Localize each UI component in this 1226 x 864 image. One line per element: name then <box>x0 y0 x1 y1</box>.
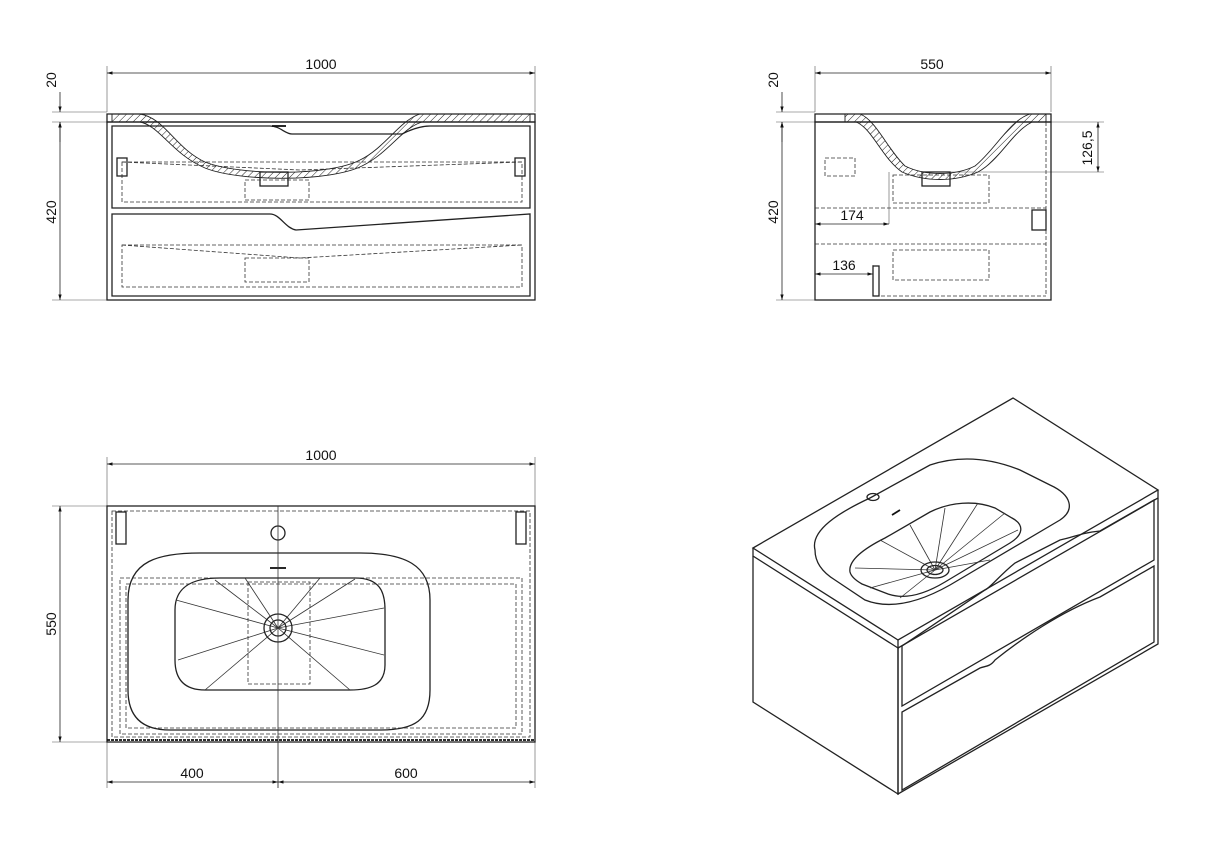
iso-drain-inner <box>926 564 944 576</box>
side-depth-label: 550 <box>920 56 944 72</box>
top-basin-bowl <box>174 577 386 691</box>
iso-basin-bowl <box>849 502 1022 597</box>
side-drawer-offset-label: 136 <box>832 257 856 273</box>
iso-drain-outer <box>920 561 950 579</box>
front-cabinet-body <box>106 121 536 301</box>
iso-tap-hole <box>866 492 880 502</box>
front-top-height-label: 20 <box>43 72 59 88</box>
top-basin-rim <box>127 552 431 731</box>
top-right-offset-label: 600 <box>394 765 418 781</box>
side-top-height-label: 20 <box>765 72 781 88</box>
side-hinge <box>824 157 856 177</box>
front-left-hinge <box>116 157 128 177</box>
front-width-label: 1000 <box>305 56 336 72</box>
front-basin-section <box>111 113 531 179</box>
isometric-view <box>751 397 1160 796</box>
iso-lower-drawer <box>901 564 1155 792</box>
front-view: 1000 20 420 <box>43 56 536 301</box>
top-basin-ribs <box>175 577 385 691</box>
iso-countertop-top <box>751 397 1160 641</box>
side-drain <box>921 171 951 187</box>
top-right-hinge <box>515 511 527 545</box>
front-lower-drawer <box>111 213 531 297</box>
side-basin-section <box>844 113 1047 180</box>
side-drain-offset-label: 174 <box>840 207 864 223</box>
iso-cabinet-front <box>897 498 1159 796</box>
front-drain <box>259 171 289 187</box>
top-left-offset-label: 400 <box>180 765 204 781</box>
top-countertop-outline <box>106 505 536 743</box>
top-width-label: 1000 <box>305 447 336 463</box>
side-basin-depth-label: 126,5 <box>1079 130 1095 165</box>
side-view: 550 20 420 126,5 174 136 <box>765 56 1104 301</box>
top-left-hinge <box>115 511 127 545</box>
front-cabinet-height-label: 420 <box>43 200 59 224</box>
iso-upper-drawer <box>901 498 1155 708</box>
front-right-hinge <box>514 157 526 177</box>
top-depth-label: 550 <box>43 612 59 636</box>
iso-basin-rim <box>813 458 1070 606</box>
side-cabinet-height-label: 420 <box>765 200 781 224</box>
top-view: 1000 550 400 600 <box>43 447 536 788</box>
front-upper-drawer <box>111 125 531 209</box>
iso-cabinet-side <box>752 556 899 796</box>
side-cabinet-body <box>814 121 1052 301</box>
